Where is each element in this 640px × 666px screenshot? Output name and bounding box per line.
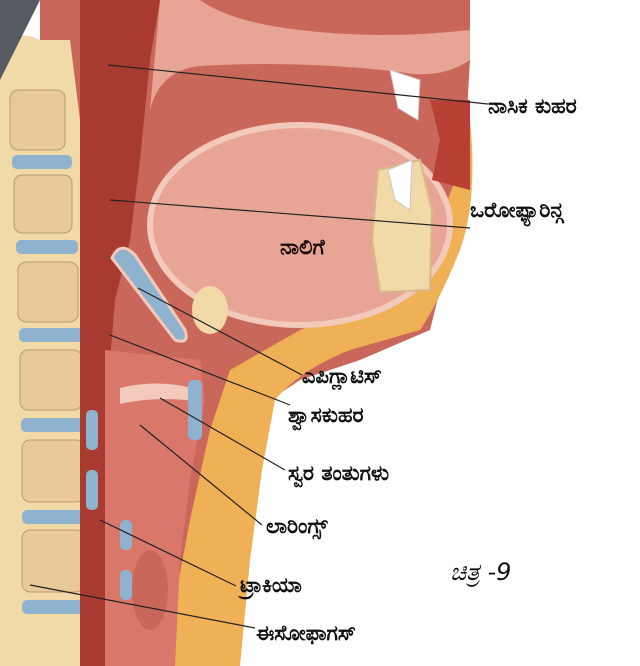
label-epiglottis: ಎಪಿಗ್ಲಾಟಿಸ್ <box>302 364 382 388</box>
label-oropharynx: ಒರೋಫ್ಯಾರಿನ್ಗ <box>470 198 563 222</box>
trachea-highlight <box>132 550 168 630</box>
label-esophagus: ಈಸೋಫಾಗಸ್ <box>256 621 356 645</box>
label-nasal-cavity: ನಾಸಿಕ ಕುಹರ <box>488 94 577 118</box>
label-larynx: ಲಾರಿಂಗ್ಸ್ <box>266 514 328 538</box>
label-trachea: ಟ್ರಾಕಿಯಾ <box>240 573 302 597</box>
label-vocal-cords: ಸ್ವರ ತಂತುಗಳು <box>288 461 389 485</box>
label-respiratory-cavity: ಶ್ವಾಸಕುಹರ <box>288 403 364 427</box>
label-tongue: ನಾಲಿಗೆ <box>280 235 325 259</box>
figure-caption: ಚಿತ್ರ -9 <box>450 558 511 586</box>
